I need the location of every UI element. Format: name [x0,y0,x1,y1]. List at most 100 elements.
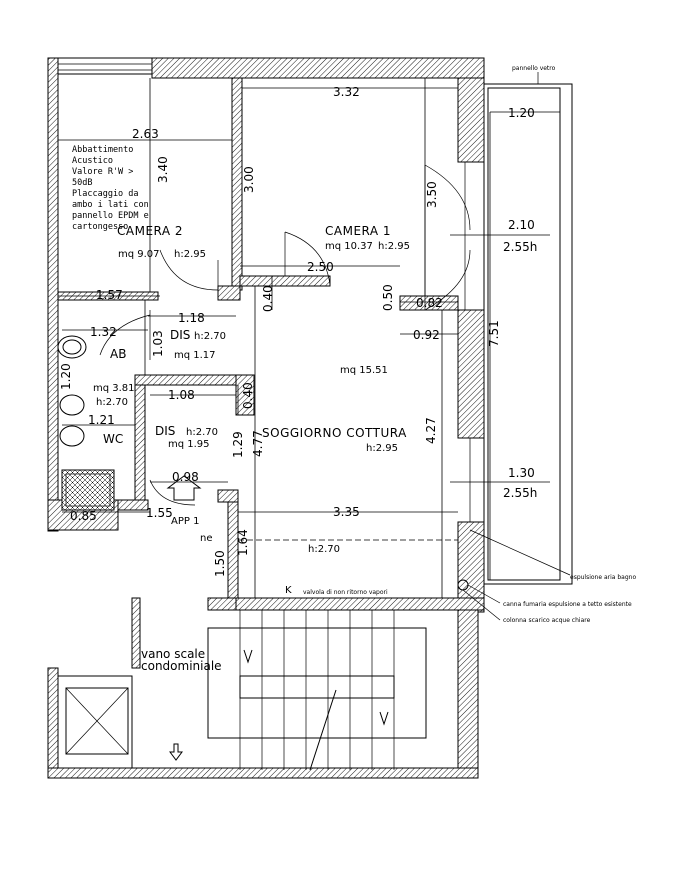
stair-wall-south [47,767,479,779]
east-wall-middle [457,309,485,439]
room-bath-height: h:2.70 [96,397,128,408]
balcony-outline [483,83,573,585]
west-wall [47,57,59,532]
room-bath-name: WC [103,432,123,446]
stair-wall-east [457,609,479,769]
ne-label: ne [200,533,213,544]
dim-300: 3.00 [242,166,256,193]
dim-255a: 2.55h [503,240,537,254]
east-wall-upper [457,77,485,163]
dim-040b: 0.40 [241,382,255,409]
k-label: K [285,585,292,596]
shower-icon [61,469,115,511]
room-dis-upper-height: h:2.70 [194,331,226,342]
dim-210: 2.10 [508,218,535,232]
room-soggiorno-height2: h:2.70 [308,544,340,555]
fixtures [57,335,469,771]
leader-colonna [462,589,501,621]
wall-node [217,285,241,301]
north-window-frame [57,57,153,75]
dimension-lines [58,72,571,621]
dim-120b: 1.20 [59,363,73,390]
leader-canna [467,584,501,604]
entrance-label: APP 1 [171,516,199,527]
dim-477: 4.77 [251,430,265,457]
elevator-shaft [57,675,133,769]
dim-082: 0.82 [416,296,443,310]
text-layer: Abbattimento Acustico Valore R'W > 50dB … [59,65,636,673]
dim-350: 3.50 [425,181,439,208]
toilet-icon [59,425,85,447]
wall-sw2 [117,499,149,511]
dim-103: 1.03 [151,330,165,357]
dim-255b: 2.55h [503,486,537,500]
wall-corridor-foot [207,597,237,611]
dim-121: 1.21 [88,413,115,427]
stair-wall-west [47,667,59,779]
dim-332: 3.32 [333,85,360,99]
dim-098: 0.98 [172,470,199,484]
colonna-label: colonna scarico acque chiare [503,617,591,624]
dim-118: 1.18 [178,311,205,325]
dim-085: 0.85 [70,509,97,523]
stair-label-line1: vano scale [141,647,205,661]
door-arc-1 [424,164,471,231]
room-dis-lower-name: DIS [155,424,175,438]
room-camera2-name: CAMERA 2 [117,224,183,238]
room-dis-upper-name: DIS [170,328,190,342]
dim-120: 1.20 [508,106,535,120]
stair-cut-line [309,689,337,771]
stair-entry-arrow-icon [169,743,183,761]
north-wall [151,57,485,79]
dim-751: 7.51 [487,320,501,347]
room-camera2-area: mq 9.07 [118,249,160,260]
leader-espulsione [469,529,571,576]
dim-340: 3.40 [156,156,170,183]
dim-427: 4.27 [424,417,438,444]
acoustic-note: Abbattimento Acustico Valore R'W > 50dB … [72,145,154,232]
canna-label: canna fumaria espulsione a tetto esisten… [503,601,632,608]
dim-050: 0.50 [381,284,395,311]
room-soggiorno-name: SOGGIORNO COTTURA [262,426,407,440]
wall-bath-east [134,384,146,501]
espulsione-label: espulsione aria bagno [570,574,636,581]
stairs [207,627,427,739]
dim-040a: 0.40 [261,285,275,312]
dim-132: 1.32 [90,325,117,339]
dim-263: 2.63 [132,127,159,141]
room-dis-lower-area: mq 1.95 [168,439,210,450]
dim-092: 0.92 [413,328,440,342]
dim-250: 2.50 [307,260,334,274]
bidet-icon [59,394,85,416]
wall-entry-right [217,489,239,503]
dim-129: 1.29 [231,431,245,458]
door-arc-camera2 [159,249,219,291]
room-dis-lower-height: h:2.70 [186,427,218,438]
room-bath-area: mq 3.81 [93,383,135,394]
room-camera2-height: h:2.95 [174,249,206,260]
valvola-label: valvola di non ritorno vapori [303,589,388,596]
dim-155: 1.55 [146,506,173,520]
south-wall [235,597,485,611]
balcony [464,83,573,585]
dim-130: 1.30 [508,466,535,480]
dim-108: 1.08 [168,388,195,402]
door-arc-entry [149,479,196,506]
dim-335: 3.35 [333,505,360,519]
room-camera1-name: CAMERA 1 [325,224,391,238]
room-soggiorno-height: h:2.95 [366,443,398,454]
wall-camera2-camera1 [231,77,243,291]
door-arc-camera1 [284,231,331,286]
room-ab-name: AB [110,347,126,361]
wall-dis-bath [134,374,246,386]
room-camera1-height: h:2.95 [378,241,410,252]
wall-under-camera1 [239,275,331,287]
wall-east-camera1 [399,295,459,311]
room-camera1-area: mq 10.37 [325,241,373,252]
stair-wall-inner [131,597,141,669]
dim-157: 1.57 [96,288,123,302]
room-dis-upper-area: mq 1.17 [174,350,216,361]
stair-arrow-icon [243,649,253,664]
dim-164: 1.64 [236,529,250,556]
